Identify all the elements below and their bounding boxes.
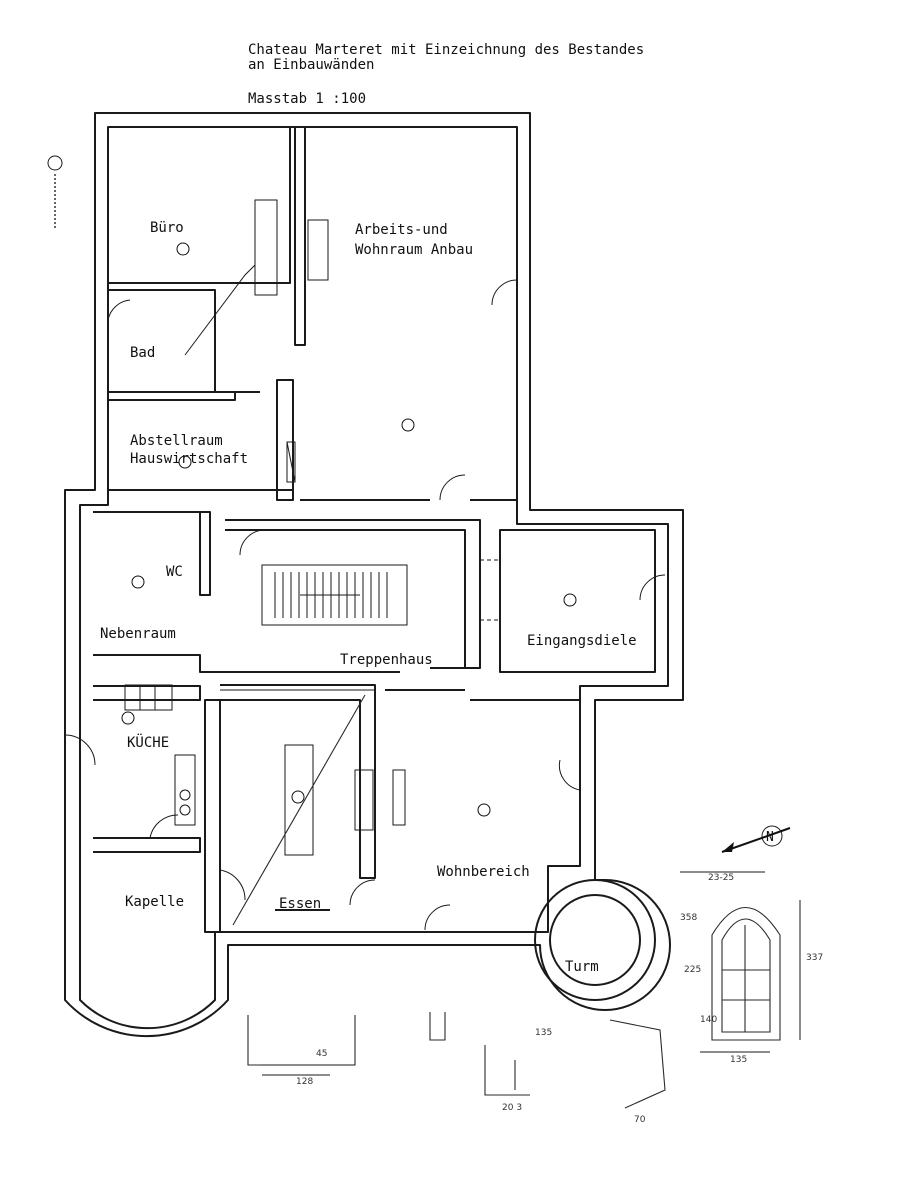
inner-wall-outline xyxy=(79,126,669,1030)
outer-wall-outline xyxy=(64,112,684,1038)
tower xyxy=(534,879,656,1001)
margin-stamp-icon xyxy=(47,155,63,230)
room-label-essen: Essen xyxy=(279,896,321,912)
sketch-dim-d5: 140 xyxy=(700,1015,717,1025)
sketch-dim-d7: 135 xyxy=(535,1028,552,1038)
lower-walls xyxy=(93,684,580,933)
room-label-nebenraum: Nebenraum xyxy=(100,626,176,642)
sketch-dim-d8: 45 xyxy=(316,1049,327,1059)
sketch-dim-d9: 128 xyxy=(296,1077,313,1087)
room-label-wc: WC xyxy=(166,564,183,580)
ceiling-markers xyxy=(121,242,577,817)
staircase xyxy=(274,572,388,618)
room-label-arbeits-1: Arbeits-und xyxy=(355,222,448,238)
room-label-treppenhaus: Treppenhaus xyxy=(340,652,433,668)
room-label-arbeits-2: Wohnraum Anbau xyxy=(355,242,473,258)
room-label-turm: Turm xyxy=(565,959,599,975)
north-arrow-icon: N xyxy=(721,825,791,853)
sketch-dim-d3: 337 xyxy=(806,953,823,963)
sketch-dim-d1: 23-25 xyxy=(708,873,734,883)
room-label-wohnbereich: Wohnbereich xyxy=(437,864,530,880)
room-label-bad: Bad xyxy=(130,345,155,361)
plan-scale: Masstab 1 :100 xyxy=(248,91,366,107)
sketch-dim-d2: 358 xyxy=(680,913,697,923)
sketch-dim-d11: 70 xyxy=(634,1115,646,1125)
kitchen-fixtures xyxy=(124,684,196,826)
header: Chateau Marteret mit Einzeichnung des Be… xyxy=(248,42,644,107)
window-sketch: 23-25 358 337 225 140 135 xyxy=(680,871,823,1065)
room-label-kueche: KÜCHE xyxy=(127,733,169,751)
middle-walls xyxy=(93,511,656,673)
sketch-dim-d10: 20 3 xyxy=(502,1103,522,1113)
detail-sketches: 45 128 135 20 3 70 xyxy=(247,1012,666,1125)
sketch-dim-d4: 225 xyxy=(684,965,701,975)
room-label-eingangsdiele: Eingangsdiele xyxy=(527,633,637,649)
outer-walls xyxy=(64,112,684,1038)
doors xyxy=(64,279,666,931)
room-label-abstell-1: Abstellraum xyxy=(130,433,223,449)
sketch-dim-d6: 135 xyxy=(730,1055,747,1065)
room-label-buero: Büro xyxy=(150,220,184,236)
room-label-kapelle: Kapelle xyxy=(125,894,184,910)
room-label-abstell-2: Hauswirtschaft xyxy=(130,451,248,467)
upper-wing-walls xyxy=(108,127,517,501)
plan-title-line1: Chateau Marteret mit Einzeichnung des Be… xyxy=(248,42,644,58)
plan-title-line2: an Einbauwänden xyxy=(248,57,374,73)
north-arrow-label: N xyxy=(766,830,774,845)
room-labels: Büro Arbeits-und Wohnraum Anbau Bad Abst… xyxy=(100,220,637,975)
